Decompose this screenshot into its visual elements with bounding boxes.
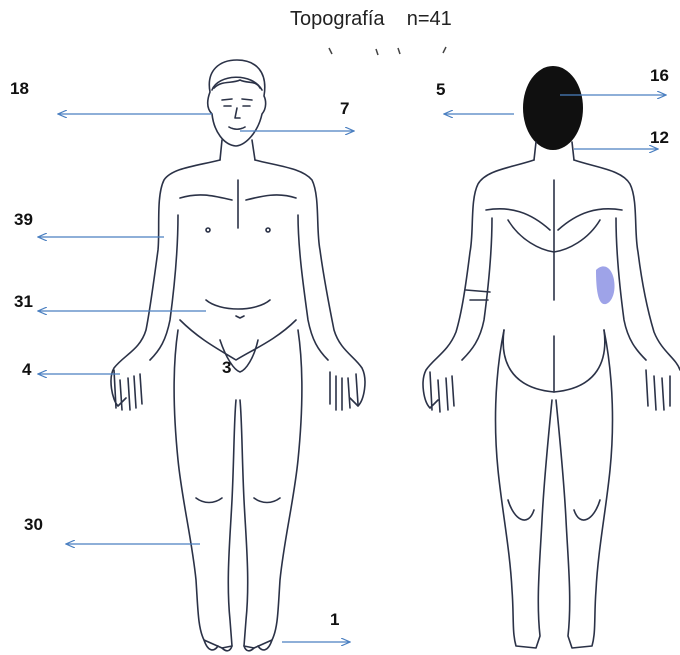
- label-face: 7: [340, 99, 349, 119]
- label-hand: 4: [22, 360, 31, 380]
- front-figure: [111, 60, 365, 651]
- label-scalp-back: 16: [650, 66, 669, 86]
- label-neck-back: 5: [436, 80, 445, 100]
- label-genital: 3: [222, 358, 231, 378]
- label-nape: 12: [650, 128, 669, 148]
- back-hair: [523, 66, 583, 150]
- highlight-region: [596, 266, 615, 304]
- arrows: [38, 95, 666, 642]
- label-head-front: 18: [10, 79, 29, 99]
- label-arm: 39: [14, 210, 33, 230]
- back-figure: [423, 66, 680, 648]
- label-leg: 30: [24, 515, 43, 535]
- label-foot: 1: [330, 610, 339, 630]
- label-trunk: 31: [14, 292, 33, 312]
- tick-marks: [329, 47, 446, 55]
